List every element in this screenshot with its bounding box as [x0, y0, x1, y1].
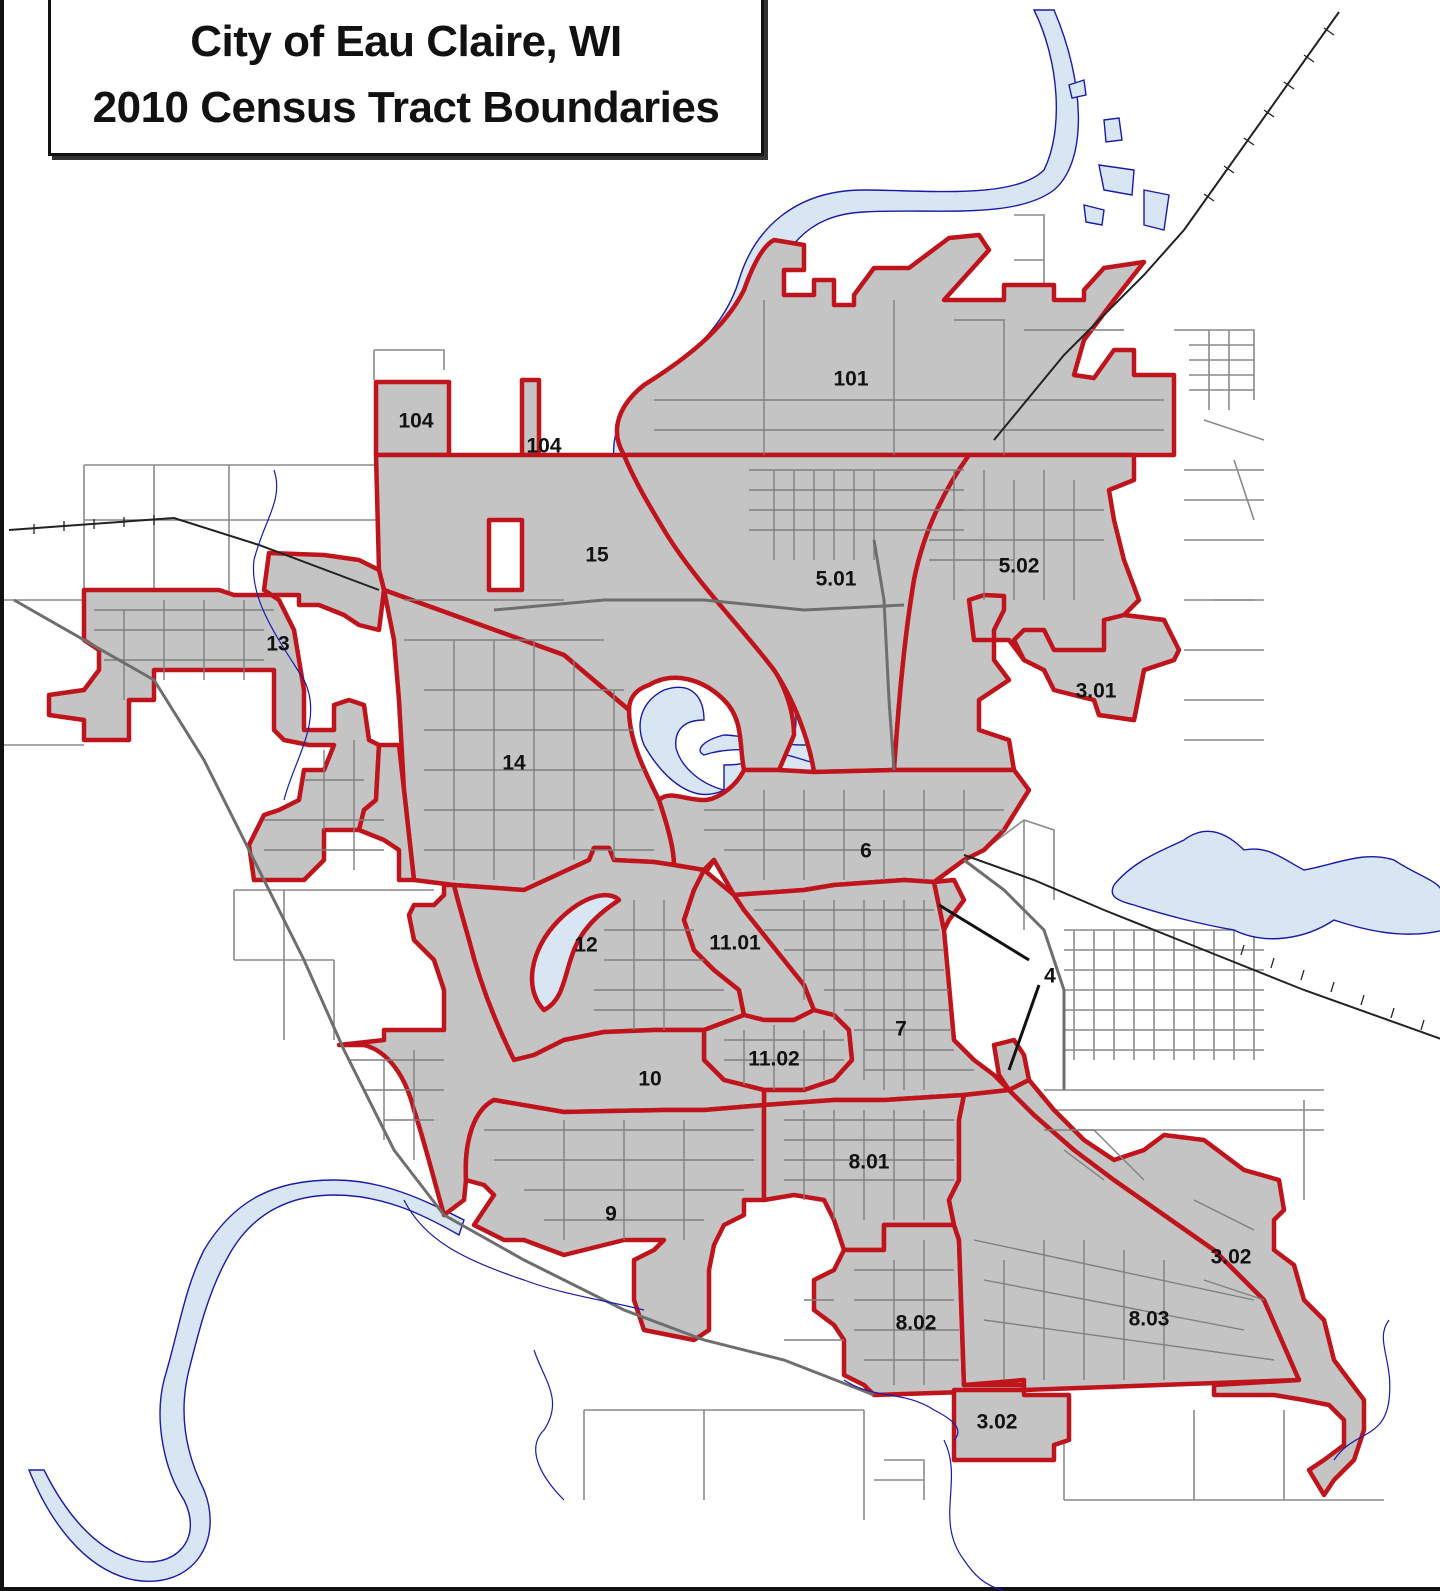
railroad-northeast [993, 11, 1340, 441]
tract-label-3-02-east: 3.02 [1211, 1246, 1252, 1269]
tract-label-11-02: 11.02 [748, 1048, 799, 1071]
tract-label-14: 14 [502, 752, 526, 775]
city-streets [94, 300, 1275, 1385]
tract-label-4: 4 [1044, 965, 1056, 988]
tract-label-5-01: 5.01 [816, 568, 857, 591]
tract-labels: 101 104 104 15 5.01 5.02 13 3.01 14 6 12… [266, 368, 1251, 1434]
tract-label-104: 104 [398, 410, 433, 433]
tract-label-7: 7 [895, 1018, 907, 1041]
tract-label-8-03: 8.03 [1129, 1308, 1170, 1331]
tract-label-104-strip: 104 [526, 435, 561, 458]
tract-label-101: 101 [833, 368, 868, 391]
lake-east [1111, 830, 1440, 940]
tract-label-9: 9 [605, 1203, 617, 1226]
tract-label-11-01: 11.01 [709, 932, 761, 955]
streams [252, 469, 1391, 1591]
railroad-east [963, 854, 1440, 1040]
outer-streets [4, 214, 1384, 1520]
map-title-city: City of Eau Claire, WI [190, 17, 622, 66]
tract-4-leader-lines [938, 903, 1041, 1071]
tract-label-12: 12 [574, 934, 597, 957]
eau-claire-river-southwest [27, 1179, 465, 1582]
tract-13 [46, 550, 387, 883]
map-title-subtitle: 2010 Census Tract Boundaries [92, 83, 720, 132]
census-tract-map: 101 104 104 15 5.01 5.02 13 3.01 14 6 12… [4, 9, 1440, 1591]
tract-14-fringe [356, 742, 417, 883]
railroad-west [8, 516, 380, 591]
tract-label-3-02-south: 3.02 [977, 1411, 1018, 1434]
tract-3-02-east [1006, 1077, 1367, 1498]
tract-label-8-02: 8.02 [896, 1312, 937, 1335]
railroads [8, 11, 1440, 1040]
tract-label-13: 13 [266, 633, 289, 656]
map-title-box: City of Eau Claire, WI 2010 Census Tract… [48, 0, 764, 156]
tract-101 [614, 232, 1177, 458]
tract-3-02-south [951, 1387, 1072, 1463]
tract-label-10: 10 [638, 1068, 661, 1091]
tract-label-6: 6 [860, 840, 872, 863]
highways [13, 539, 1066, 1397]
tract-3-01 [1011, 612, 1182, 723]
tract-label-5-02: 5.02 [999, 555, 1040, 578]
tract-label-15: 15 [585, 544, 609, 567]
chippewa-river-downtown [639, 686, 727, 796]
tract-label-3-01: 3.01 [1076, 680, 1117, 703]
tract-label-8-01: 8.01 [849, 1151, 890, 1174]
